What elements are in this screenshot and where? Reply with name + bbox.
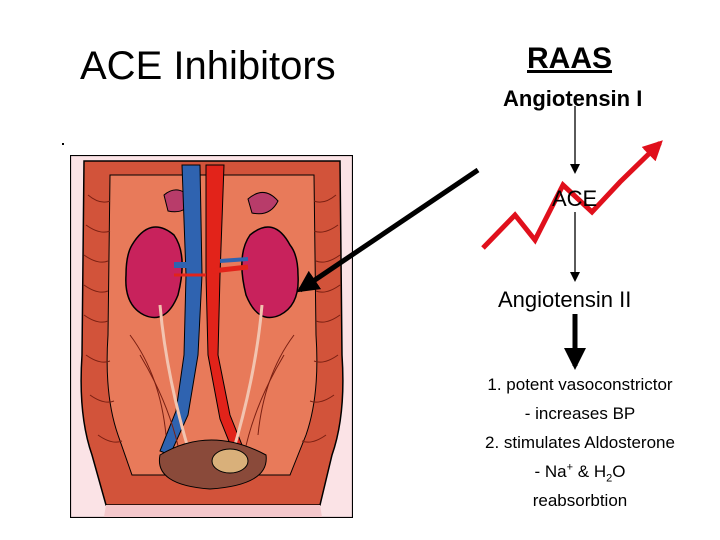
slide-title: ACE Inhibitors — [80, 44, 336, 89]
effect-line-1: 1. potent vasoconstrictor — [460, 370, 700, 399]
ace-label: ACE — [552, 186, 597, 212]
effects-list: 1. potent vasoconstrictor - increases BP… — [460, 370, 700, 515]
raas-heading: RAAS — [527, 42, 612, 76]
effect-line-3: 2. stimulates Aldosterone — [460, 428, 700, 457]
anatomy-illustration — [70, 155, 353, 518]
angiotensin-2-label: Angiotensin II — [498, 287, 631, 313]
effect-line-2: - increases BP — [460, 399, 700, 428]
effect-line-5: reabsorbtion — [460, 486, 700, 515]
angiotensin-1-label: Angiotensin I — [503, 86, 642, 112]
effect-line-4: - Na+ & H2O — [460, 457, 700, 486]
stray-dot — [62, 143, 64, 145]
